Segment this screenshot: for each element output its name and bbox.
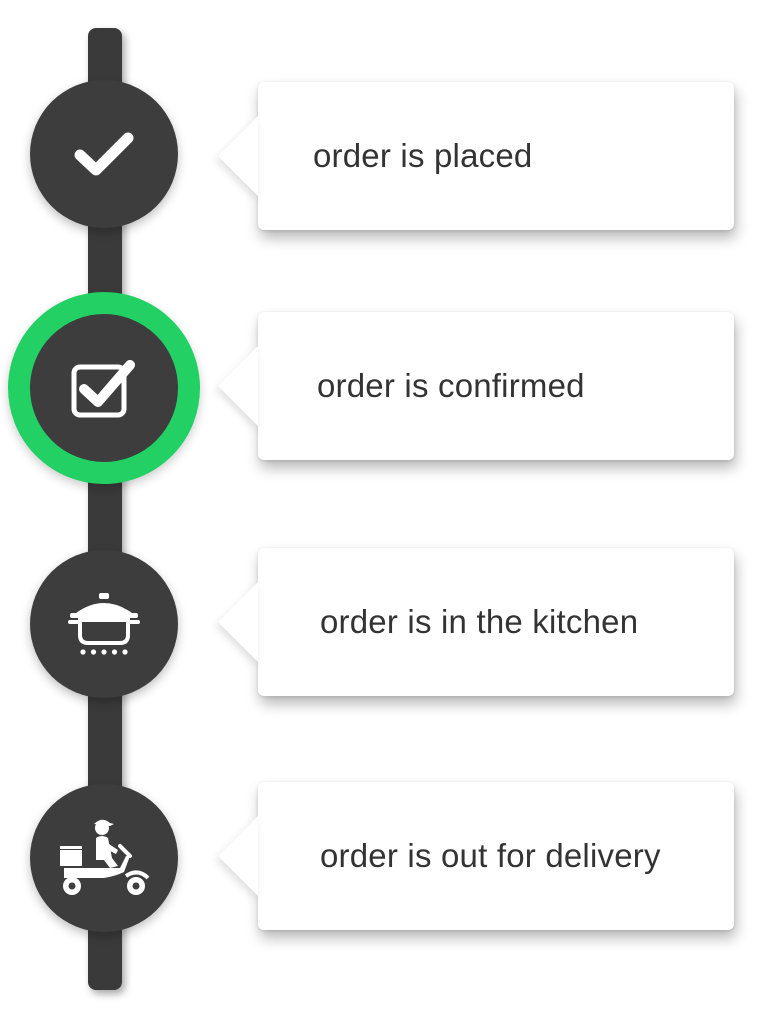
- step-card-kitchen: order is in the kitchen: [258, 548, 734, 696]
- step-node-confirmed: [8, 292, 200, 484]
- step-label-confirmed: order is confirmed: [317, 367, 585, 404]
- step-node-kitchen: [30, 550, 178, 698]
- step-card-delivery: order is out for delivery: [258, 782, 734, 930]
- step-label-kitchen: order is in the kitchen: [320, 603, 639, 640]
- step-label-delivery: order is out for delivery: [320, 837, 661, 874]
- checkmark-icon: [74, 132, 134, 176]
- step-node-delivery: [30, 784, 178, 932]
- step-card-placed: order is placed: [258, 82, 734, 230]
- step-card-confirmed: order is confirmed: [258, 312, 734, 460]
- step-node-placed: [30, 80, 178, 228]
- checkbox-checked-icon: [71, 360, 135, 418]
- cooking-pot-icon: [68, 593, 140, 655]
- delivery-scooter-icon: [60, 819, 150, 895]
- step-label-placed: order is placed: [313, 137, 533, 174]
